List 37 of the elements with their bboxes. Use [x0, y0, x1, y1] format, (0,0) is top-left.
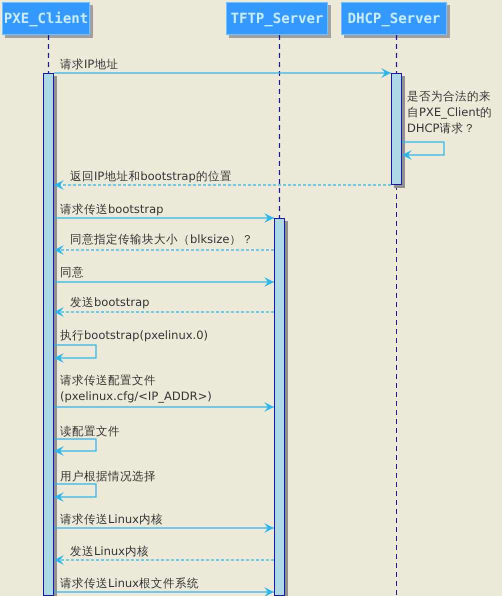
lifeline — [396, 35, 398, 73]
edge-label: 同意指定传输块大小（blksize）？ — [70, 231, 254, 247]
edge-label: 用户根据情况选择 — [60, 468, 156, 484]
participant-box: DHCP_Server — [341, 2, 447, 35]
activation-bar — [43, 73, 54, 596]
edge-label: 请求IP地址 — [60, 56, 118, 72]
edge-label: 请求传送Linux根文件系统 — [60, 575, 199, 591]
edge-label: 请求传送bootstrap — [60, 201, 164, 217]
message-arrow — [54, 245, 274, 255]
message-arrow — [54, 307, 274, 317]
edge-label: 返回IP地址和bootstrap的位置 — [70, 168, 232, 184]
edge-label: 发送bootstrap — [70, 294, 150, 310]
edge-label: 请求传送配置文件 (pxelinux.cfg/<IP_ADDR>) — [60, 372, 213, 404]
activation-bar — [391, 73, 402, 185]
message-arrow — [54, 587, 274, 596]
self-message-arrow — [402, 141, 445, 160]
edge-label: 请求传送Linux内核 — [60, 511, 163, 527]
lifeline — [278, 35, 280, 218]
message-arrow — [54, 213, 274, 223]
edge-label: 发送Linux内核 — [70, 543, 149, 559]
lifeline — [48, 35, 50, 73]
self-message-arrow — [54, 344, 97, 363]
edge-label: 执行bootstrap(pxelinux.0) — [60, 327, 208, 343]
edge-label: 是否为合法的来自PXE_Client的DHCP请求？ — [407, 88, 494, 136]
message-arrow — [54, 555, 274, 565]
self-message-arrow — [54, 438, 97, 456]
message-arrow — [54, 277, 274, 287]
edge-label: 读配置文件 — [60, 423, 120, 439]
edge-label: 同意 — [60, 264, 84, 280]
message-arrow — [54, 180, 391, 190]
self-message-arrow — [54, 483, 97, 502]
activation-bar — [274, 218, 285, 596]
message-arrow — [54, 68, 391, 78]
message-arrow — [54, 402, 274, 412]
participant-box: PXE_Client — [2, 2, 90, 35]
message-arrow — [54, 523, 274, 533]
participant-box: TFTP_Server — [226, 2, 328, 35]
